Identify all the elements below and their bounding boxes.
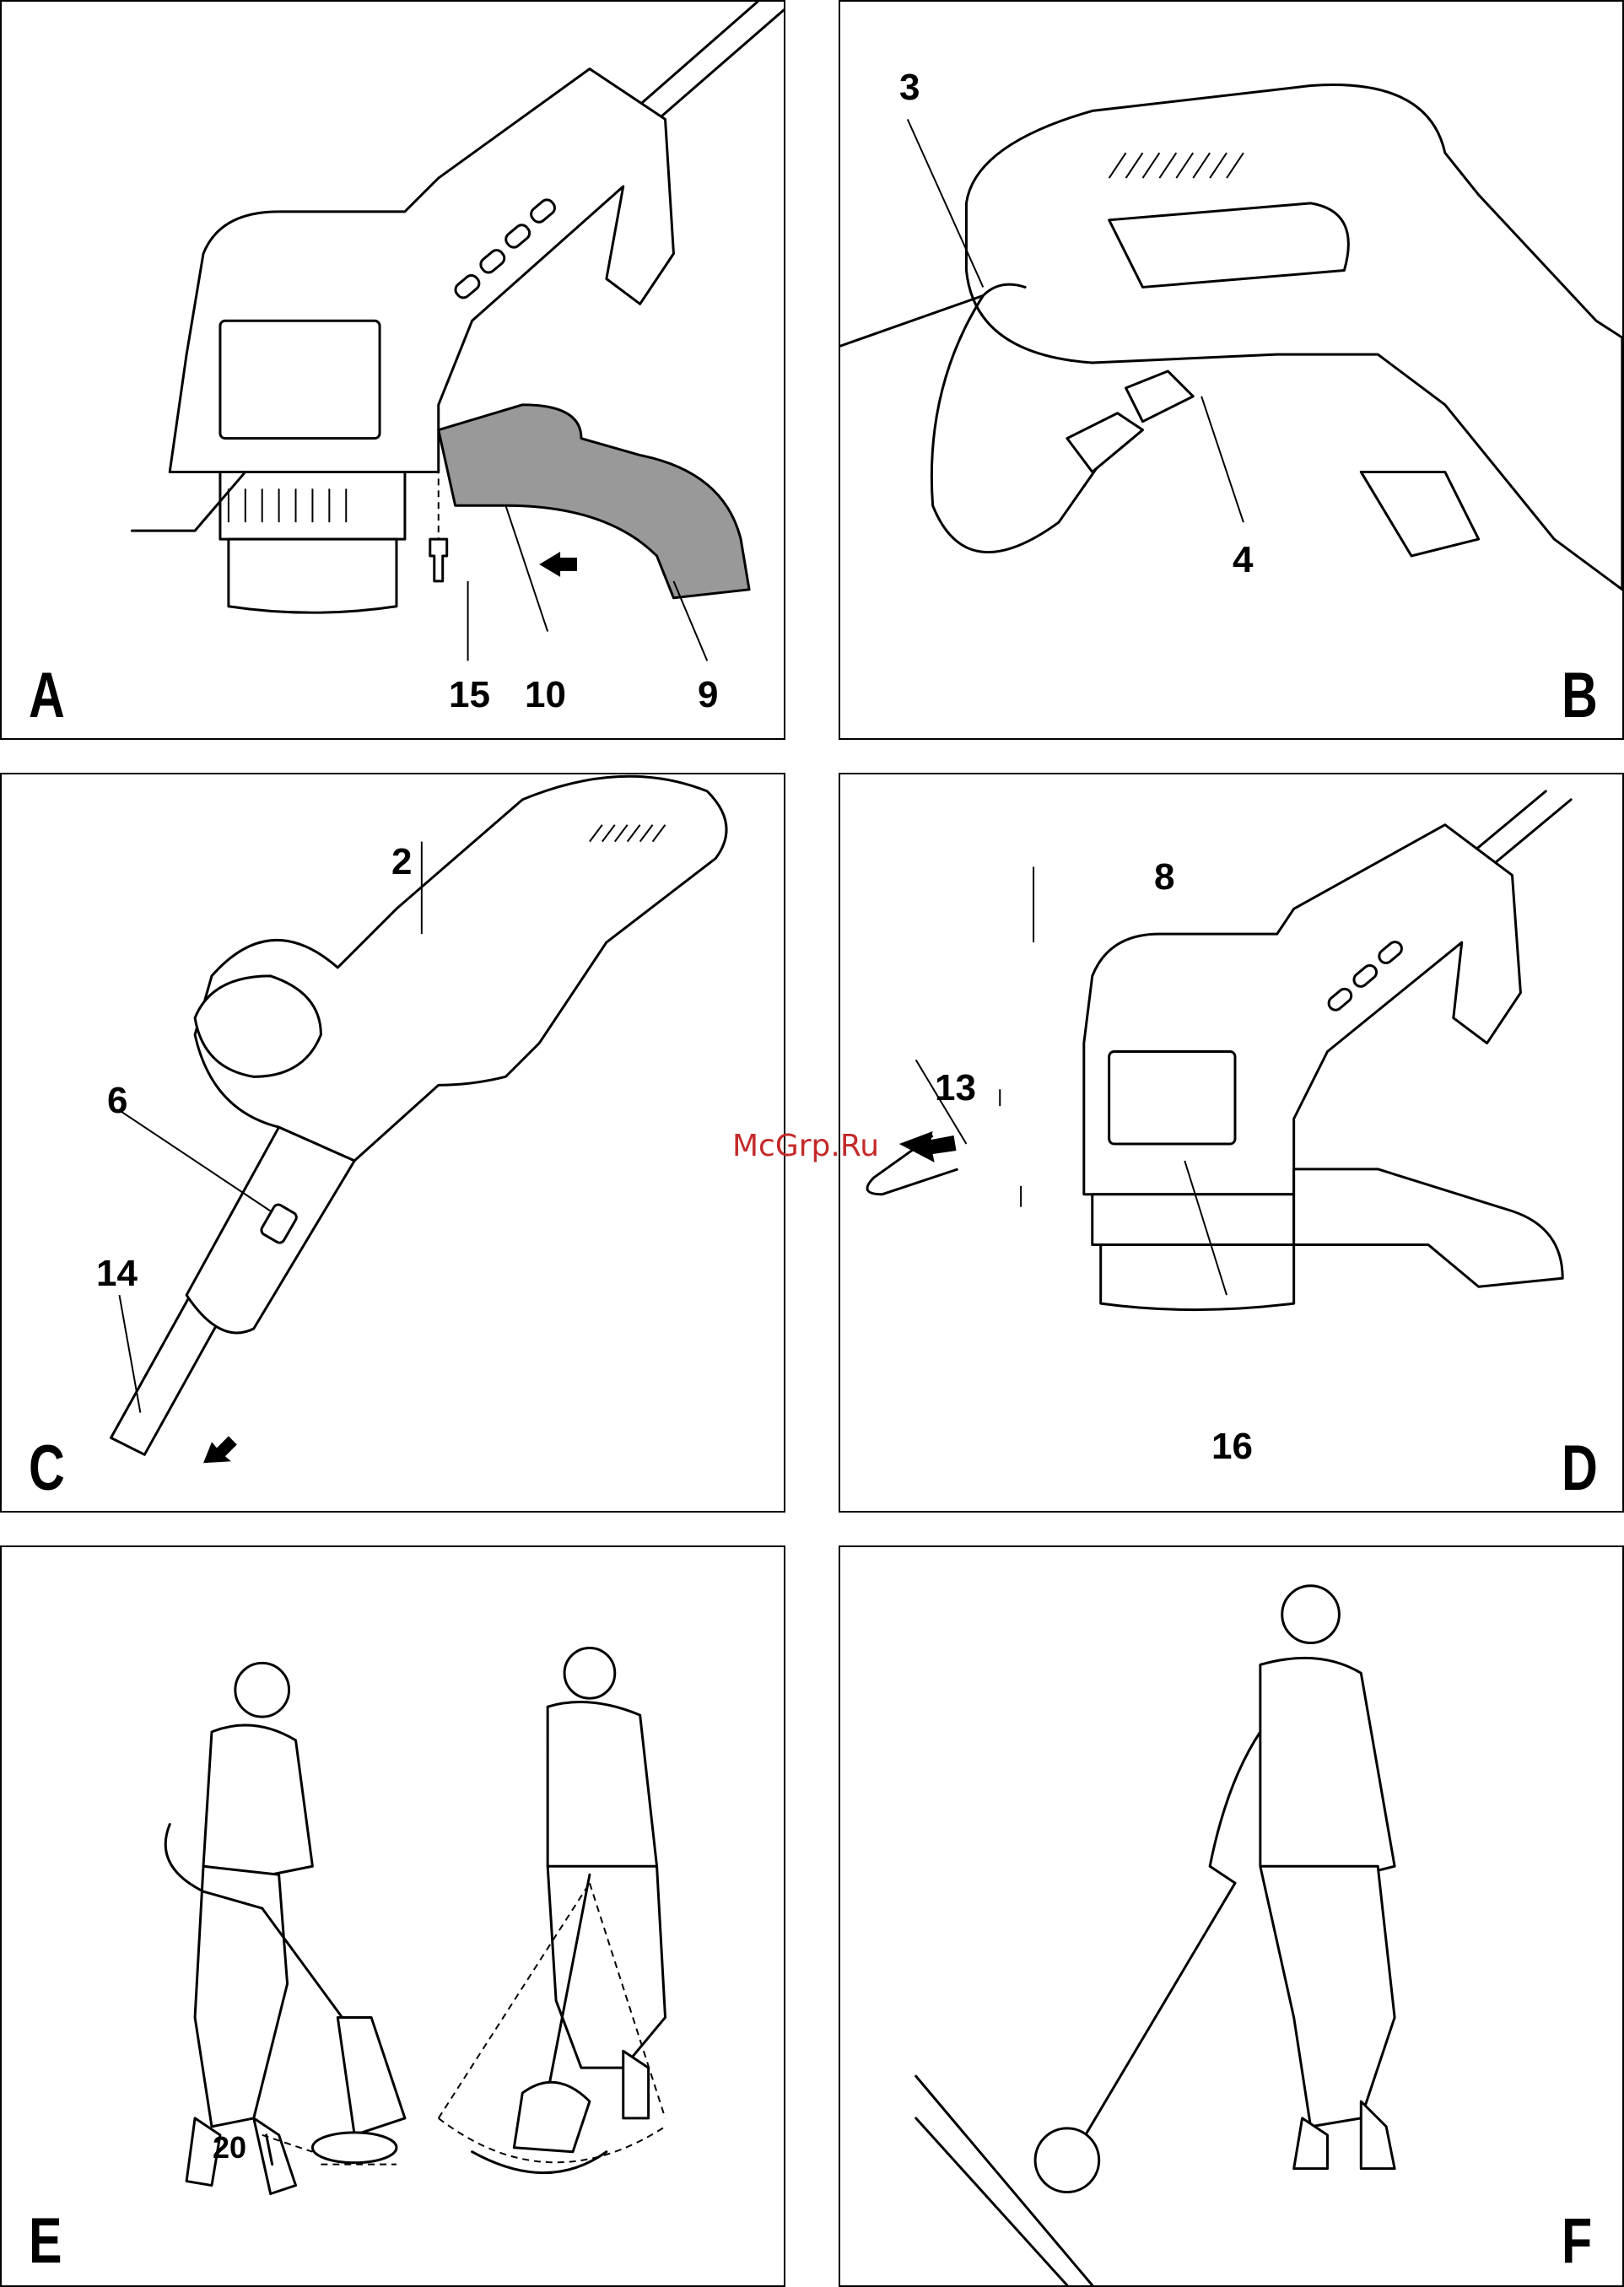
plug xyxy=(1126,371,1194,422)
edge-guide-fitting-drawing xyxy=(840,774,1622,1511)
leader-14 xyxy=(119,1295,140,1412)
panel-e: 20 E xyxy=(0,1545,785,2287)
watermark: McGrp.Ru xyxy=(732,1129,879,1163)
trimming-operation-drawing xyxy=(2,1547,784,2285)
leader-6 xyxy=(119,1110,270,1211)
panel-d: 8 13 16 D xyxy=(839,773,1624,1513)
callout-15: 15 xyxy=(449,677,490,714)
edge-trimming-drawing xyxy=(840,1547,1622,2285)
panel-a: 15 10 9 A xyxy=(0,0,785,740)
callout-20: 20 xyxy=(213,2133,246,2163)
panel-letter-d: D xyxy=(1562,1437,1598,1501)
callout-13: 13 xyxy=(935,1070,976,1107)
trimmer-guard-assembly-drawing xyxy=(2,2,784,738)
slide-arrow xyxy=(203,1436,237,1463)
trimmer-shaft-f xyxy=(1076,1883,1235,2152)
operator-1-head xyxy=(235,1663,289,1717)
screw-15 xyxy=(430,539,447,581)
insertion-arrow xyxy=(539,552,577,577)
leader-4 xyxy=(1201,396,1244,522)
panel-f: F xyxy=(839,1545,1624,2287)
callout-9: 9 xyxy=(698,677,718,714)
cord-retainer-drawing xyxy=(840,2,1622,738)
panel-letter-e: E xyxy=(29,2209,62,2274)
panel-b: 3 4 B xyxy=(839,0,1624,740)
callout-16: 16 xyxy=(1211,1428,1253,1465)
panel-letter-f: F xyxy=(1562,2209,1592,2274)
operator-2-head xyxy=(564,1648,615,1698)
callout-2: 2 xyxy=(391,844,412,881)
callout-8: 8 xyxy=(1154,859,1174,896)
operator-head xyxy=(1282,1586,1340,1643)
callout-14: 14 xyxy=(96,1255,138,1292)
callout-3: 3 xyxy=(899,69,920,106)
panel-letter-b: B xyxy=(1562,664,1598,728)
tube-assembly-drawing xyxy=(2,774,784,1511)
callout-4: 4 xyxy=(1233,542,1253,579)
callout-6: 6 xyxy=(107,1082,127,1119)
callout-10: 10 xyxy=(525,677,566,714)
panel-c: 2 6 14 C xyxy=(0,773,785,1513)
panel-letter-a: A xyxy=(29,664,65,728)
leader-10 xyxy=(505,505,548,631)
panel-letter-c: C xyxy=(29,1437,65,1501)
guard-part-9 xyxy=(439,405,749,598)
